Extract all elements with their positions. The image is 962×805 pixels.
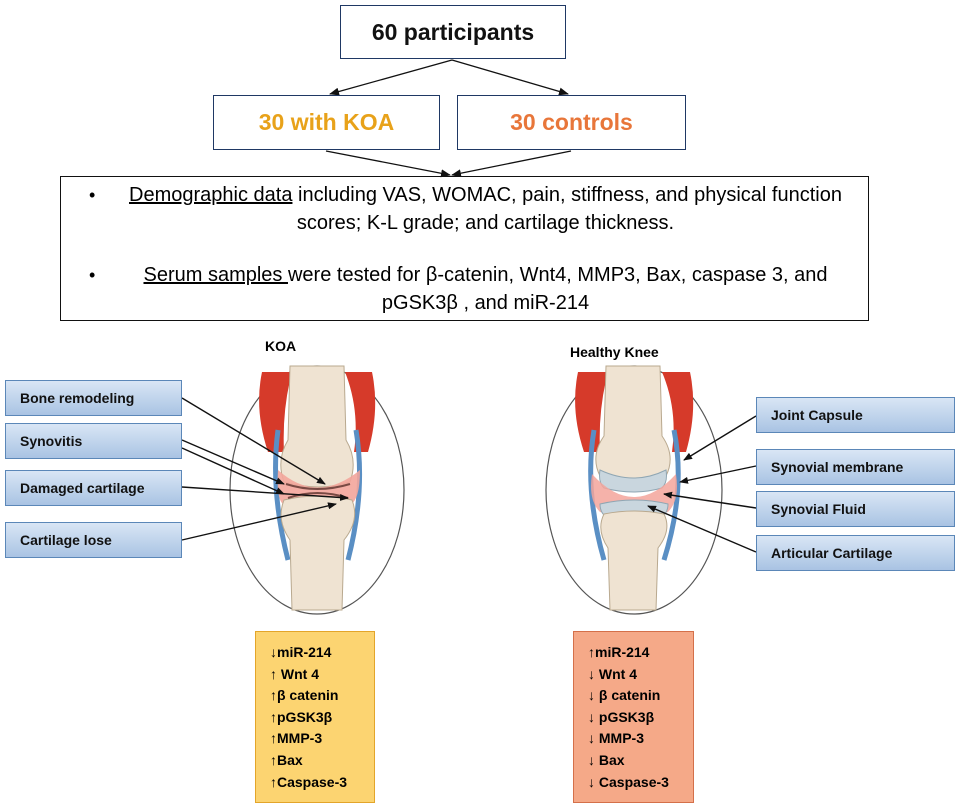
label-joint-capsule: Joint Capsule bbox=[756, 397, 955, 433]
label-synovial-fluid: Synovial Fluid bbox=[756, 491, 955, 527]
koa-marker-item: ↑MMP-3 bbox=[270, 730, 323, 747]
koa-group-box: 30 with KOA bbox=[213, 95, 440, 150]
koa-marker-item: ↓miR-214 bbox=[270, 644, 332, 660]
healthy-marker-item: ↓ Bax bbox=[588, 751, 625, 768]
demographic-data-text: including VAS, WOMAC, pain, stiffness, a… bbox=[292, 184, 842, 234]
koa-marker-item: ↑ Wnt 4 bbox=[270, 665, 319, 682]
healthy-marker-item: ↑miR-214 bbox=[588, 644, 650, 660]
label-cartilage-lose: Cartilage lose bbox=[5, 522, 182, 558]
koa-pointer-arrows bbox=[181, 397, 349, 541]
demographic-bullet: • Demographic data including VAS, WOMAC,… bbox=[61, 181, 868, 237]
flow-arrows bbox=[325, 59, 572, 178]
healthy-pointer-arrows bbox=[647, 415, 757, 553]
serum-samples-heading: Serum samples bbox=[143, 264, 288, 286]
koa-knee-illustration bbox=[229, 365, 405, 615]
healthy-marker-item: ↓ β catenin bbox=[588, 687, 661, 704]
controls-group-box: 30 controls bbox=[457, 95, 686, 150]
koa-marker-item: ↑β catenin bbox=[270, 687, 339, 704]
koa-markers-box: ↓miR-214 ↑ Wnt 4 ↑β catenin ↑pGSK3β ↑MMP… bbox=[255, 631, 375, 803]
healthy-knee-illustration bbox=[545, 365, 723, 615]
bullet-icon: • bbox=[89, 265, 96, 285]
demographic-data-heading: Demographic data bbox=[129, 184, 293, 206]
bullet-icon: • bbox=[89, 185, 96, 205]
label-articular-cartilage: Articular Cartilage bbox=[756, 535, 955, 571]
healthy-marker-item: ↓ MMP-3 bbox=[588, 730, 644, 747]
healthy-marker-item: ↓ Wnt 4 bbox=[588, 665, 637, 682]
healthy-knee-title: Healthy Knee bbox=[570, 344, 659, 360]
healthy-markers-box: ↑miR-214 ↓ Wnt 4 ↓ β catenin ↓ pGSK3β ↓ … bbox=[573, 631, 694, 803]
label-damaged-cartilage: Damaged cartilage bbox=[5, 470, 182, 506]
label-synovial-membrane: Synovial membrane bbox=[756, 449, 955, 485]
koa-title: KOA bbox=[265, 338, 297, 354]
participants-box: 60 participants bbox=[340, 5, 566, 59]
label-bone-remodeling: Bone remodeling bbox=[5, 380, 182, 416]
label-synovitis: Synovitis bbox=[5, 423, 182, 459]
serum-samples-text: were tested for β-catenin, Wnt4, MMP3, B… bbox=[287, 264, 828, 314]
healthy-marker-item: ↓ pGSK3β bbox=[588, 708, 655, 725]
healthy-marker-item: ↓ Caspase-3 bbox=[588, 773, 669, 790]
study-info-box: • Demographic data including VAS, WOMAC,… bbox=[60, 176, 869, 321]
koa-marker-item: ↑pGSK3β bbox=[270, 708, 333, 725]
koa-marker-item: ↑Caspase-3 bbox=[270, 773, 348, 790]
serum-bullet: • Serum samples were tested for β-cateni… bbox=[61, 261, 868, 317]
koa-marker-item: ↑Bax bbox=[270, 751, 303, 768]
